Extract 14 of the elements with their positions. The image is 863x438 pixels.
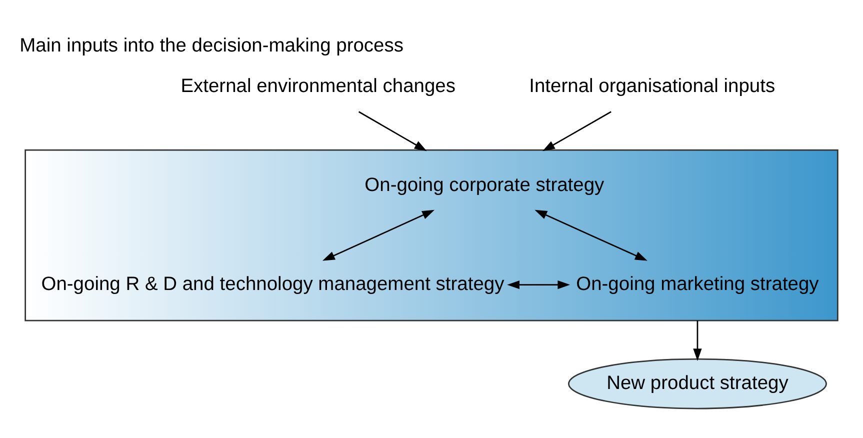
node-text: Internal organisational inputs: [529, 75, 776, 96]
node-ellipse: New product strategy: [568, 358, 827, 409]
arrow: [358, 110, 427, 151]
arrow: [693, 320, 702, 360]
node-text: On-going marketing strategy: [576, 273, 819, 294]
arrow: [542, 110, 612, 151]
arrow: [322, 209, 435, 260]
node-text: External environmental changes: [180, 75, 456, 96]
arrow: [534, 209, 648, 260]
node-text: On-going corporate strategy: [364, 174, 604, 196]
cluster: [24, 148, 838, 321]
arrow: [507, 280, 570, 289]
diagram-title: Main inputs into the decision-making process: [20, 34, 404, 56]
node-text: On-going R & D and technology management strategy: [41, 273, 504, 294]
